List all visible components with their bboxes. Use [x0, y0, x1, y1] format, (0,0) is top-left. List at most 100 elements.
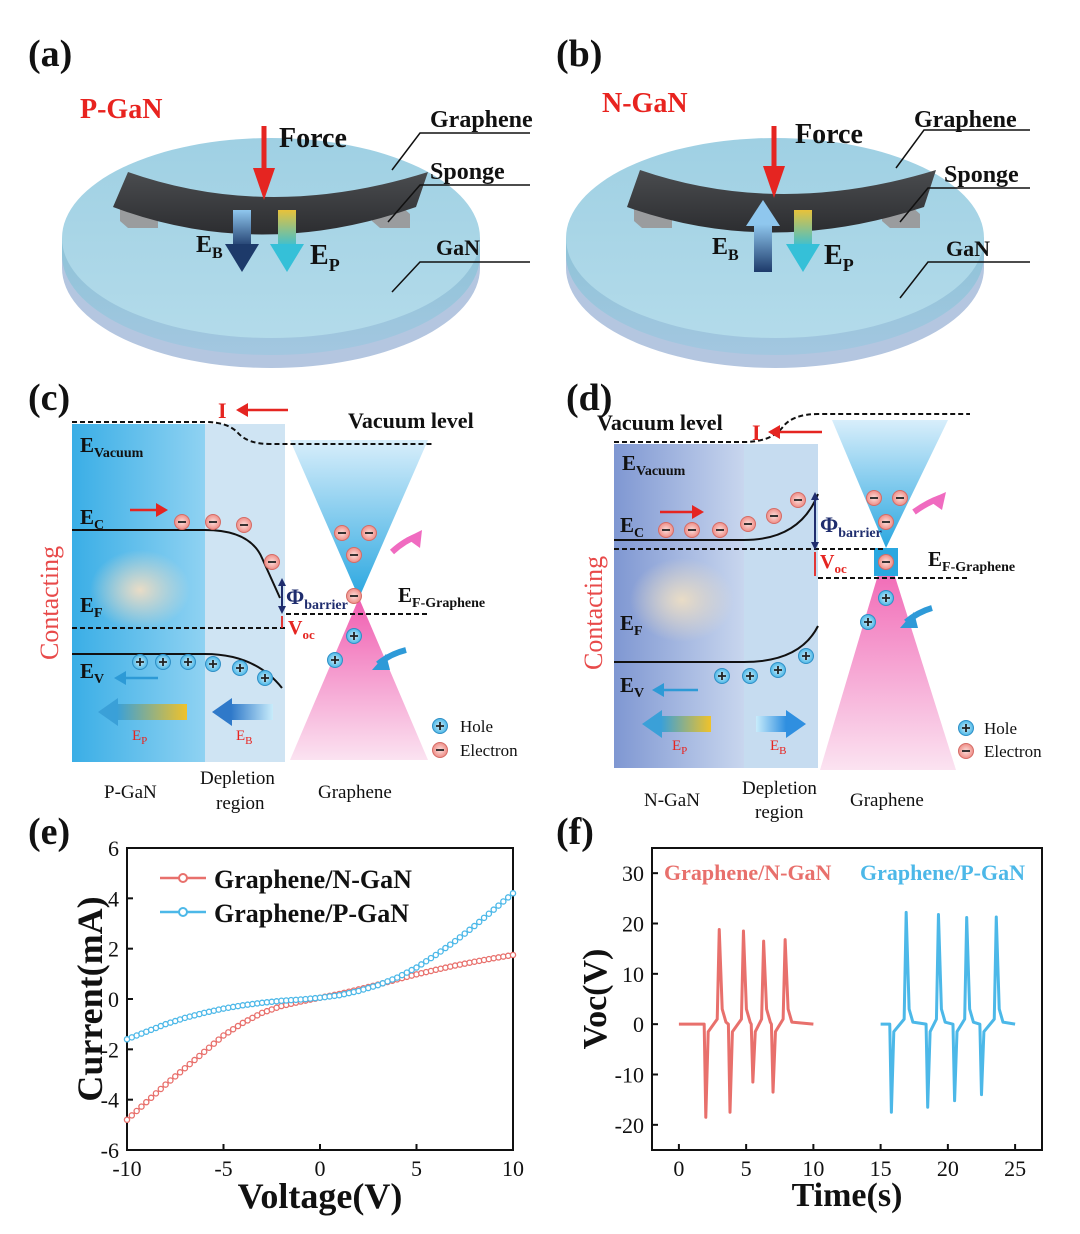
- voc-trace-2: [880, 910, 1016, 1114]
- panel-c-label: (c): [28, 377, 70, 419]
- data-point-e-1: [157, 1085, 165, 1093]
- data-point-e-1: [143, 1098, 150, 1106]
- x-tick-label-e: 10: [502, 1156, 524, 1181]
- data-point-e-2: [456, 934, 464, 941]
- region-depletion-label-d2: region: [755, 802, 804, 823]
- phi-barrier-marker-d: [811, 492, 819, 550]
- ef-label-c: EF: [80, 593, 103, 621]
- data-point-e-1: [171, 1073, 179, 1080]
- data-point-e-2: [466, 926, 473, 934]
- ep-label-b: EP: [824, 240, 854, 275]
- y-tick-label-e: 0: [108, 987, 119, 1012]
- x-tick-label-e: 0: [315, 1156, 326, 1181]
- legend-electron-text-c: Electron: [460, 741, 518, 760]
- data-point-e-2: [500, 898, 507, 905]
- y-tick-label-f: 10: [622, 962, 644, 987]
- y-tick-label-f: -20: [615, 1113, 644, 1138]
- gan-label-b: GaN: [946, 236, 990, 261]
- x-tick-label-f: 0: [673, 1156, 684, 1181]
- data-point-e-2: [408, 966, 415, 974]
- data-point-e-2: [471, 922, 478, 930]
- vacuum-level-line-c: [72, 421, 432, 445]
- leader-lines-a: [387, 132, 530, 293]
- panel-b-label: (b): [556, 33, 602, 75]
- evac-label-c: EVacuum: [80, 433, 144, 461]
- data-point-e-1: [254, 1012, 261, 1019]
- current-arrow-d: [768, 425, 822, 439]
- region-n-gan-label: N-GaN: [644, 790, 700, 811]
- data-point-e-2: [504, 894, 512, 901]
- y-tick-label-e: -4: [101, 1088, 119, 1113]
- region-depletion-label-c2: region: [216, 793, 265, 814]
- phi-barrier-label-d: Φbarrier: [820, 512, 882, 541]
- x-tick-label-f: 5: [741, 1156, 752, 1181]
- data-point-e-1: [229, 1025, 237, 1033]
- data-point-e-2: [403, 969, 411, 976]
- data-point-e-2: [485, 910, 493, 917]
- eb-field-arrow-d: [756, 710, 806, 738]
- data-point-e-1: [196, 1052, 203, 1060]
- holes-d: [714, 590, 894, 684]
- ep-arrow-b: [786, 210, 820, 272]
- data-point-e-2: [495, 902, 502, 909]
- x-tick-label-f: 10: [802, 1156, 824, 1181]
- panel-d: (d) Contacting I Vacuum level EVacuum EC…: [566, 377, 1042, 823]
- ep-label-c: EP: [132, 728, 147, 747]
- eb-arrow-a: [225, 210, 259, 272]
- region-graphene-label-d: Graphene: [850, 790, 924, 811]
- y-axis-label-f: Voc(V): [577, 949, 614, 1050]
- y-tick-label-f: 30: [622, 861, 644, 886]
- data-point-e-1: [509, 951, 517, 959]
- data-point-e-1: [123, 1116, 131, 1124]
- electrons-c: [174, 514, 377, 604]
- ev-label-c: EV: [80, 659, 104, 687]
- graphene-sheet-b: [627, 170, 936, 233]
- n-gan-title: N-GaN: [602, 88, 688, 119]
- data-point-e-1: [244, 1017, 251, 1024]
- electron-flow-arrow-c: [130, 503, 168, 517]
- legend-electron-c: Electron: [432, 741, 518, 760]
- panel-b: (b) N-GaN Force EB EP: [556, 33, 1030, 368]
- vacuum-level-label-d: Vacuum level: [597, 410, 723, 435]
- panel-f-label: (f): [556, 811, 594, 853]
- hole-flow-arrow-c: [114, 671, 158, 685]
- panel-c: (c) Contacting I Vacuum level EVacuum EC…: [28, 377, 518, 814]
- data-point-e-1: [220, 1032, 227, 1039]
- ef-graphene-label-d: EF-Graphene: [928, 547, 1015, 575]
- electrons-d: [658, 490, 908, 570]
- ep-label-d: EP: [672, 738, 687, 757]
- y-axis-label-e: Current(mA): [70, 896, 110, 1101]
- data-point-e-1: [205, 1044, 213, 1052]
- contacting-label-c: Contacting: [35, 546, 64, 660]
- series-line-e-1: [126, 953, 514, 1121]
- data-point-e-2: [422, 958, 430, 965]
- legend-hole-text-d: Hole: [984, 719, 1017, 738]
- legend-label-e-1: Graphene/N-GaN: [214, 865, 412, 894]
- voc-label-d: Voc: [820, 551, 847, 576]
- voc-trace-1: [678, 928, 814, 1119]
- hole-flow-arrow-d: [652, 683, 698, 697]
- data-point-e-1: [162, 1081, 169, 1088]
- region-depletion-label-d1: Depletion: [742, 778, 817, 799]
- current-label-c: I: [218, 398, 227, 423]
- x-axis-label-e: Voltage(V): [238, 1176, 403, 1216]
- y-tick-label-f: -10: [615, 1063, 644, 1088]
- graphene-cone-c: [290, 440, 428, 760]
- data-point-e-1: [152, 1090, 160, 1097]
- legend-label-e-2: Graphene/P-GaN: [214, 899, 409, 928]
- data-point-e-1: [138, 1103, 145, 1110]
- eb-label-c: EB: [236, 728, 253, 747]
- legend-electron-d: Electron: [958, 742, 1042, 761]
- eb-field-arrow-c: [212, 698, 273, 726]
- legend-marker-e-2: [178, 907, 188, 917]
- data-point-e-2: [437, 948, 444, 955]
- data-point-e-2: [442, 944, 449, 952]
- voc-label-c: Voc: [288, 617, 315, 642]
- y-tick-label-f: 20: [622, 912, 644, 937]
- data-point-e-2: [413, 964, 420, 971]
- legend-hole-text-c: Hole: [460, 717, 493, 736]
